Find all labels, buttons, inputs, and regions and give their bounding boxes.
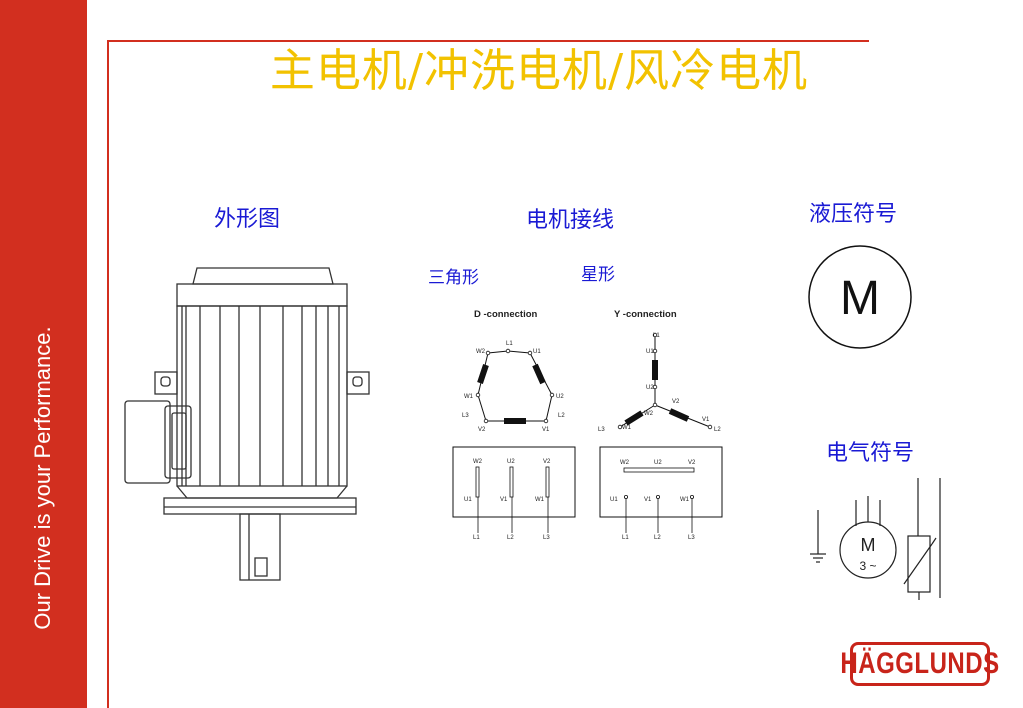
- svg-text:V2: V2: [688, 460, 696, 466]
- frame-horizontal-line: [107, 40, 869, 42]
- svg-text:L2: L2: [714, 427, 721, 433]
- hagglunds-logo: HÄGGLUNDS: [840, 642, 999, 686]
- electric-motor-letter: M: [861, 535, 876, 555]
- svg-text:W1: W1: [680, 497, 690, 503]
- svg-text:L3: L3: [598, 427, 605, 433]
- sidebar: Our Drive is your Performance.: [0, 0, 87, 708]
- svg-text:L2: L2: [558, 413, 565, 419]
- frame-vertical-line: [107, 40, 109, 708]
- label-electric-symbol: 电气符号: [826, 441, 915, 466]
- svg-text:L3: L3: [462, 413, 469, 419]
- svg-text:U1: U1: [646, 349, 654, 355]
- svg-text:V2: V2: [672, 399, 680, 405]
- svg-text:W1: W1: [535, 497, 545, 503]
- d-connection-diagram: D -connection L1 W2 U1 W1 U2 L3 L2 V2 V1…: [452, 309, 576, 541]
- label-hydraulic-symbol: 液压符号: [809, 202, 898, 227]
- label-outline: 外形图: [214, 207, 281, 232]
- y-connection-title: Y -connection: [614, 309, 677, 320]
- svg-text:W2: W2: [473, 459, 483, 465]
- hydraulic-motor-symbol: M: [808, 245, 912, 349]
- svg-text:W2: W2: [476, 349, 486, 355]
- logo-text: HÄGGLUNDS: [840, 646, 1000, 681]
- svg-text:L3: L3: [688, 535, 695, 541]
- svg-text:W1: W1: [622, 425, 632, 431]
- svg-text:W1: W1: [464, 394, 474, 400]
- svg-text:V1: V1: [644, 497, 652, 503]
- svg-text:L1: L1: [506, 341, 513, 347]
- sidebar-slogan: Our Drive is your Performance.: [30, 326, 55, 630]
- svg-text:L2: L2: [507, 535, 514, 541]
- svg-text:U1: U1: [464, 497, 472, 503]
- slide-title: 主电机/冲洗电机/风冷电机: [269, 44, 809, 97]
- svg-text:L2: L2: [654, 535, 661, 541]
- svg-text:U2: U2: [646, 385, 654, 391]
- svg-text:U1: U1: [610, 497, 618, 503]
- svg-text:V1: V1: [542, 427, 550, 433]
- svg-text:V1: V1: [500, 497, 508, 503]
- svg-text:U1: U1: [533, 349, 541, 355]
- svg-text:V2: V2: [543, 459, 551, 465]
- label-star: 星形: [581, 265, 615, 285]
- svg-text:L1: L1: [653, 333, 660, 339]
- svg-text:W2: W2: [620, 460, 630, 466]
- svg-text:U2: U2: [654, 460, 662, 466]
- label-delta: 三角形: [428, 268, 479, 288]
- svg-text:L1: L1: [622, 535, 629, 541]
- svg-text:V2: V2: [478, 427, 486, 433]
- svg-text:U2: U2: [507, 459, 515, 465]
- electric-motor-symbol: M 3 ~: [810, 478, 941, 600]
- label-wiring: 电机接线: [526, 208, 615, 233]
- electric-motor-phase: 3 ~: [859, 559, 876, 573]
- d-connection-title: D -connection: [474, 309, 538, 320]
- svg-text:L1: L1: [473, 535, 480, 541]
- svg-text:W2: W2: [644, 411, 654, 417]
- y-connection-diagram: Y -connection L1 U1 U2 W2 V2 L3 W1 V1 L2…: [598, 309, 723, 541]
- motor-outline-drawing: [124, 267, 370, 581]
- hydraulic-motor-letter: M: [840, 272, 880, 325]
- svg-text:V1: V1: [702, 417, 710, 423]
- svg-text:U2: U2: [556, 394, 564, 400]
- svg-text:L3: L3: [543, 535, 550, 541]
